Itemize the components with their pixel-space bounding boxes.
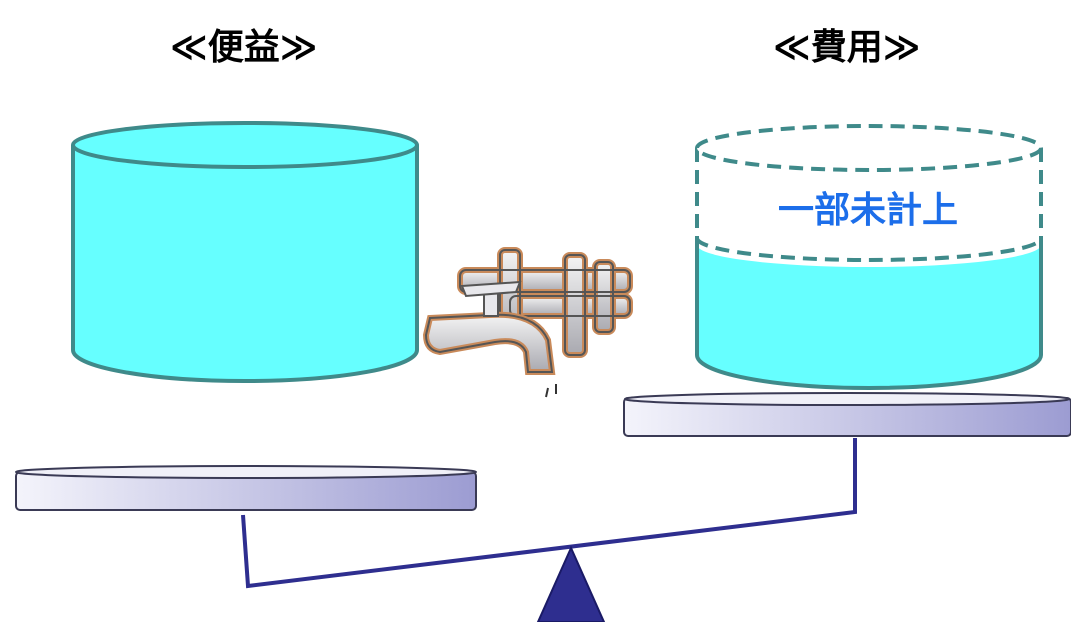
right-plate bbox=[623, 392, 1071, 437]
cost-cylinder bbox=[695, 124, 1043, 390]
cost-title: ≪費用≫ bbox=[773, 27, 921, 68]
unrecorded-label: 一部未計上 bbox=[778, 190, 958, 231]
fulcrum-triangle bbox=[536, 545, 606, 622]
benefit-title: ≪便益≫ bbox=[170, 27, 318, 68]
benefit-cylinder bbox=[71, 121, 419, 383]
left-plate bbox=[15, 465, 477, 511]
faucet-and-pipes-icon bbox=[422, 247, 633, 398]
balance-beam bbox=[241, 438, 857, 589]
